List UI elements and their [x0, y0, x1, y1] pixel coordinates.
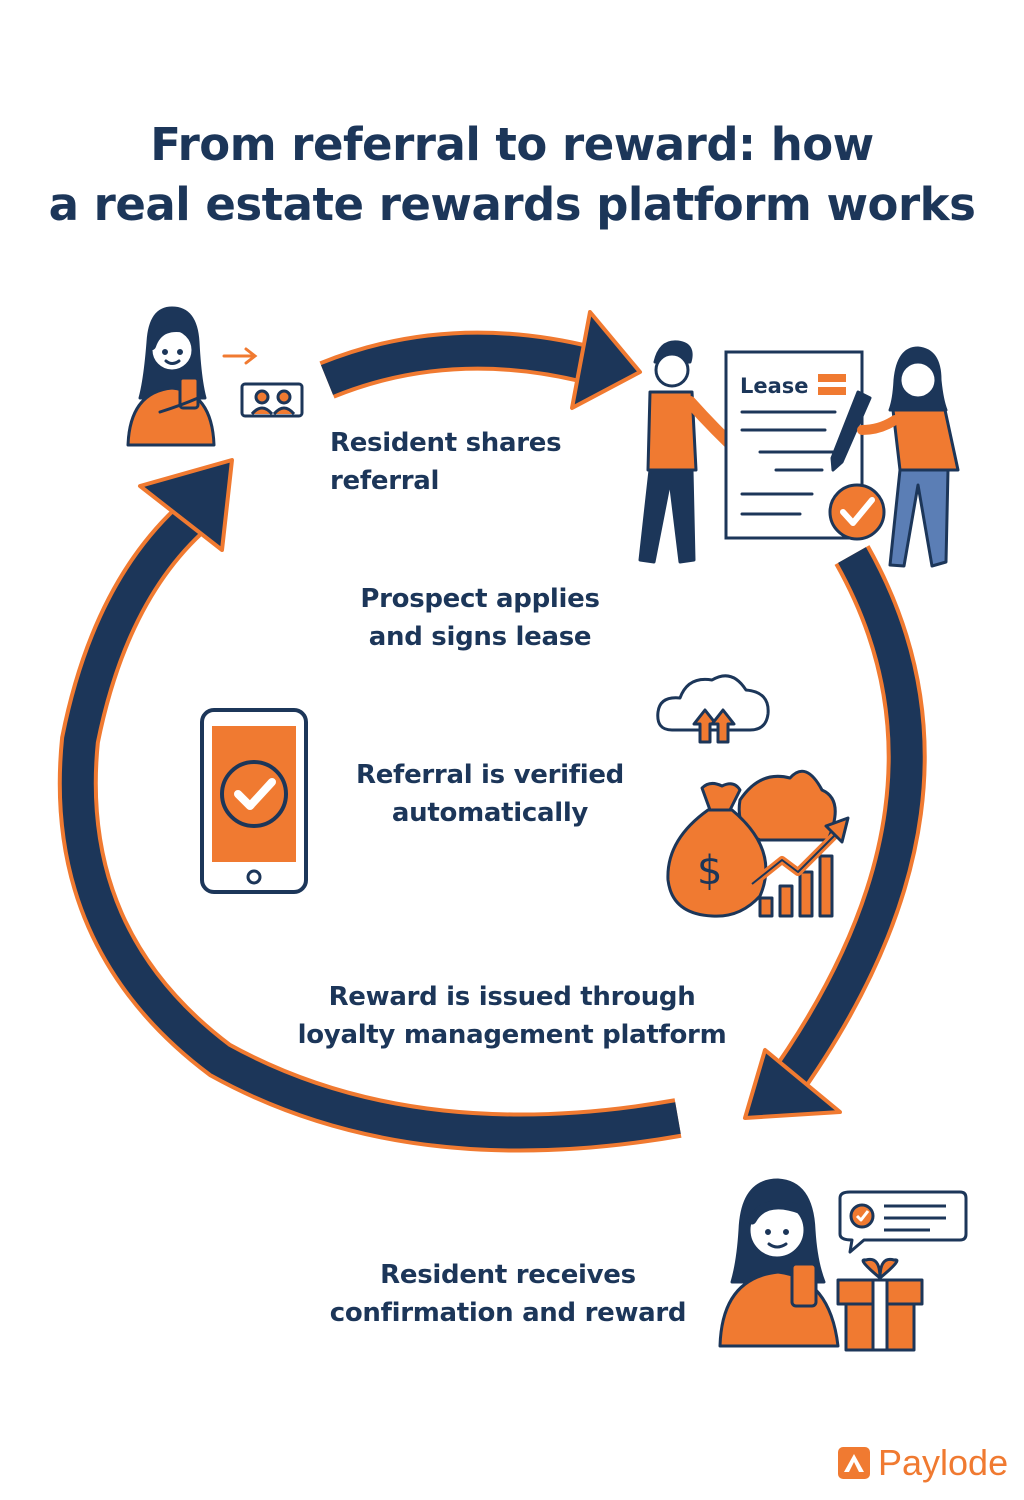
step-2-label: Prospect applies and signs lease	[330, 580, 630, 656]
step-4-line-1: Reward is issued through	[328, 982, 696, 1012]
money-bag-icon: $	[666, 769, 837, 918]
pen-icon	[830, 390, 872, 472]
lease-document-label: Lease	[740, 374, 809, 398]
step-3-label: Referral is verified automatically	[340, 756, 640, 832]
step-4-line-2: loyalty management platform	[297, 1020, 727, 1050]
brand-name: Paylode	[878, 1442, 1009, 1483]
resident-reward-icon	[718, 1178, 840, 1348]
person-phone-icon	[126, 306, 216, 447]
paylode-logo-icon	[838, 1447, 870, 1479]
step-1-line-1: Resident shares	[330, 428, 562, 458]
cycle-arrow-right-icon	[743, 545, 927, 1120]
step-5-line-1: Resident receives	[380, 1260, 636, 1290]
step-3-line-2: automatically	[391, 798, 589, 828]
arrow-right-icon	[222, 347, 258, 365]
step-5-line-2: confirmation and reward	[329, 1298, 687, 1328]
step-2-line-2: and signs lease	[368, 622, 592, 652]
cycle-arrow-top-icon	[319, 310, 642, 410]
person-signing-icon	[857, 346, 960, 568]
step-4-label: Reward is issued through loyalty managem…	[282, 978, 742, 1054]
step-5-label: Resident receives confirmation and rewar…	[318, 1256, 698, 1332]
smartphone-check-icon	[200, 708, 308, 894]
check-badge-icon	[828, 483, 886, 541]
contact-card-icon	[240, 382, 304, 418]
brand-logo: Paylode	[838, 1438, 1008, 1488]
cycle-arrow-left-icon	[57, 458, 682, 1153]
page-title-line-1: From referral to reward: how	[150, 118, 874, 171]
chat-bubble-check-icon	[838, 1190, 968, 1254]
growth-chart-icon	[748, 816, 850, 918]
cloud-upload-icon	[656, 674, 770, 744]
gift-box-icon	[836, 1257, 924, 1352]
step-1-label: Resident shares referral	[330, 424, 562, 500]
step-3-line-1: Referral is verified	[356, 760, 624, 790]
page-title-line-2: a real estate rewards platform works	[48, 178, 976, 231]
step-1-line-2: referral	[330, 466, 440, 496]
step-2-line-1: Prospect applies	[360, 584, 600, 614]
svg-text:$: $	[697, 848, 722, 894]
